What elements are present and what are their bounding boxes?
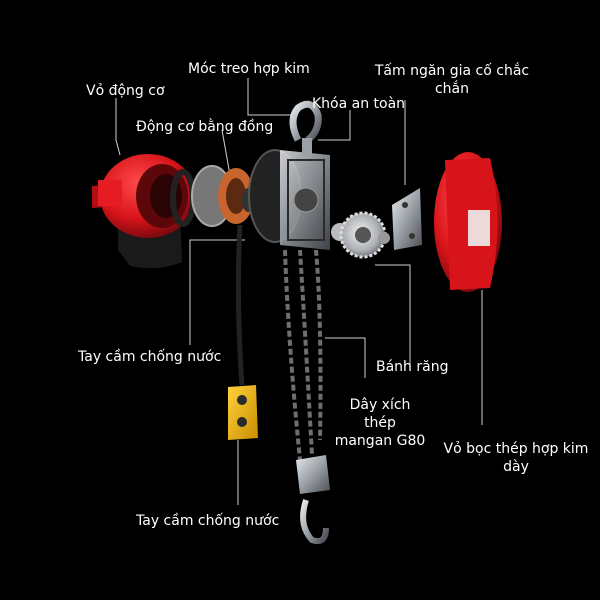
- hook-part: [289, 100, 322, 156]
- plate-part: [392, 188, 422, 250]
- label-chain: Dây xích thép mangan G80: [330, 396, 430, 450]
- label-reinforced-plate-line2: chắn: [434, 81, 470, 97]
- label-reinforced-plate-line1: Tấm ngăn gia cố chắc: [374, 63, 530, 79]
- leader-lines: [115, 78, 483, 505]
- label-alloy-cover: Vỏ bọc thép hợp kim dày: [436, 440, 596, 476]
- hoist-body-part: [248, 149, 330, 250]
- label-safety-latch: Khóa an toàn: [312, 96, 406, 112]
- label-gear: Bánh răng: [376, 359, 449, 375]
- label-motor-housing: Vỏ động cơ: [86, 83, 165, 99]
- cover-part: [434, 152, 502, 292]
- label-chain-line3: mangan G80: [334, 433, 426, 449]
- label-chain-line2: thép: [364, 415, 396, 431]
- label-copper-motor: Động cơ bằng đồng: [136, 119, 274, 135]
- label-reinforced-plate: Tấm ngăn gia cố chắc chắn: [362, 62, 542, 98]
- label-alloy-cover-line2: dày: [503, 459, 529, 475]
- chain-part: [283, 249, 323, 461]
- label-waterproof-handle-top: Tay cầm chống nước: [78, 349, 222, 365]
- label-waterproof-handle-bottom: Tay cầm chống nước: [136, 513, 280, 529]
- pendant-part: [228, 224, 258, 440]
- label-chain-line1: Dây xích: [349, 397, 411, 413]
- label-alloy-cover-line1: Vỏ bọc thép hợp kim: [443, 441, 589, 457]
- label-alloy-hook: Móc treo hợp kim: [188, 61, 310, 77]
- gear-part: [331, 211, 390, 259]
- copper-motor-part: [191, 165, 254, 227]
- bottom-hook-part: [296, 455, 330, 545]
